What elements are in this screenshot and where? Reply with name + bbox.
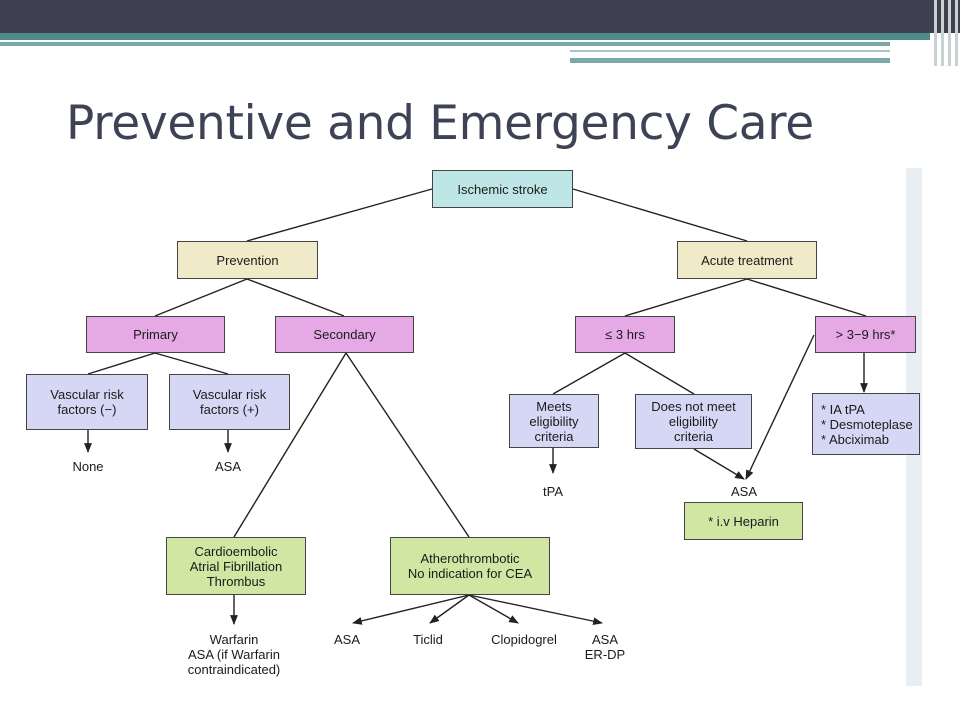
node-primary: Primary [86, 316, 225, 353]
node-acute-treatment: Acute treatment [677, 241, 817, 279]
node-ischemic-stroke: Ischemic stroke [432, 170, 573, 208]
edge-root-prevention [246, 188, 433, 242]
node-vascular-risk-negative: Vascular risk factors (−) [26, 374, 148, 430]
edge-root-acute [572, 188, 748, 242]
leaf-ticlid: Ticlid [413, 632, 443, 647]
arrow-athero-asaerdp [468, 594, 603, 626]
slide-title: Preventive and Emergency Care [66, 96, 814, 151]
edge-primary-pos [154, 352, 229, 375]
leaf-asa-athero: ASA [333, 632, 360, 647]
arrow-athero-ticlid [429, 594, 470, 624]
leaf-clopidogrel: Clopidogrel [491, 632, 557, 647]
edge-acute-gt3 [746, 278, 867, 317]
header-corner-decoration [930, 0, 960, 66]
node-late-treatment-options: * IA tPA * Desmoteplase * Abciximab [812, 393, 920, 455]
node-prevention: Prevention [177, 241, 318, 279]
node-gt-3-9-hrs: > 3−9 hrs* [815, 316, 916, 353]
node-atherothrombotic: Atherothrombotic No indication for CEA [390, 537, 550, 595]
node-iv-heparin: * i.v Heparin [684, 502, 803, 540]
node-le-3-hrs: ≤ 3 hrs [575, 316, 675, 353]
edge-acute-le3 [624, 278, 748, 317]
leaf-asa-acute: ASA [730, 484, 757, 499]
leaf-warfarin: Warfarin ASA (if Warfarin contraindicate… [187, 632, 281, 677]
arrow-athero-asa [352, 594, 470, 625]
arrow-gt3-asa [745, 334, 815, 480]
header-bar [0, 0, 960, 33]
header-accent-stripe [0, 33, 930, 40]
leaf-tpa: tPA [543, 484, 563, 499]
node-vascular-risk-positive: Vascular risk factors (+) [169, 374, 290, 430]
leaf-asa-er-dp: ASA ER-DP [584, 632, 626, 662]
node-meets-eligibility: Meets eligibility criteria [509, 394, 599, 448]
node-cardioembolic: Cardioembolic Atrial Fibrillation Thromb… [166, 537, 306, 595]
node-does-not-meet-eligibility: Does not meet eligibility criteria [635, 394, 752, 449]
edge-le3-notmeets [624, 352, 695, 395]
header-rule-2 [570, 50, 890, 52]
edge-secondary-athero [345, 352, 470, 538]
arrow-athero-clopidogrel [468, 594, 519, 624]
leaf-asa-primary: ASA [214, 459, 241, 474]
edge-prevention-secondary [246, 278, 345, 317]
leaf-none: None [72, 459, 104, 474]
edge-prevention-primary [154, 278, 248, 317]
header-rule-1 [0, 42, 890, 46]
edge-le3-meets [552, 352, 626, 395]
arrow-notmeets-asa [693, 448, 745, 480]
node-secondary: Secondary [275, 316, 414, 353]
header-rule-3 [570, 58, 890, 63]
edge-secondary-cardio [233, 352, 347, 538]
edge-primary-neg [87, 352, 156, 375]
